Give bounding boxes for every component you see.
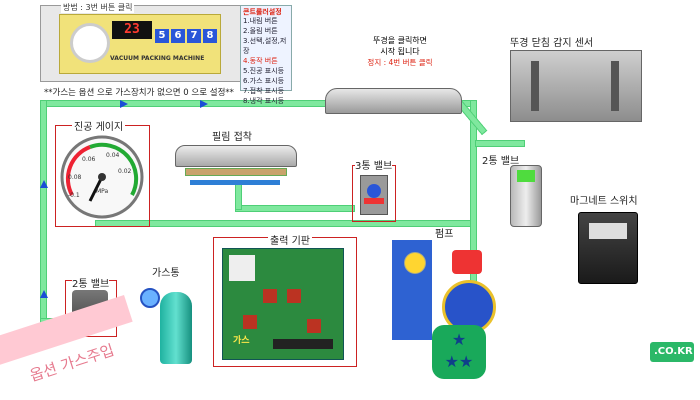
legend-item: 7.접착 표시등 (243, 87, 285, 95)
gauge-mark: -0.1 (68, 192, 80, 199)
panel-button-7[interactable]: 7 (187, 29, 201, 43)
legend-list: 1.내림 버튼 2.올림 버튼 3.선택,설정,저장 4.동작 버튼 5.진공 … (243, 16, 291, 106)
board-header (273, 339, 333, 349)
flow-arrow-4 (40, 290, 48, 298)
film-seal-base (190, 180, 280, 185)
valve2-label: 2통 밸브 (482, 156, 520, 167)
sensor-rod (531, 61, 539, 111)
film-seal-label: 필림 접착 (212, 132, 252, 143)
lid-sensor-image (510, 50, 642, 122)
flow-arrow-3 (40, 180, 48, 188)
gauge-mark: 0.08 (68, 174, 82, 181)
pump-head (452, 250, 482, 274)
board-relay (263, 289, 277, 303)
flow-arrow-1 (120, 100, 128, 108)
controller-legend: 콘트롤러설정 1.내림 버튼 2.올림 버튼 3.선택,설정,저장 4.동작 버… (240, 5, 292, 105)
machine-name: VACUUM PACKING MACHINE (110, 55, 205, 62)
legend-item: 1.내림 버튼 (243, 17, 278, 25)
star-chat-icon[interactable]: ★★★ (432, 325, 486, 379)
legend-item: 6.가스 표시등 (243, 77, 285, 85)
output-board: 가스 (222, 248, 344, 360)
panel-button-5[interactable]: 5 (155, 29, 169, 43)
pipe-valve2-branch (475, 140, 525, 147)
gauge-unit: MPa (96, 188, 109, 195)
legend-item: 2.올림 버튼 (243, 27, 278, 35)
lid-sensor-label: 뚜경 닫침 감지 센서 (510, 38, 594, 49)
gauge-mark: 0.04 (106, 152, 120, 159)
vacuum-lid[interactable] (325, 88, 462, 114)
flow-arrow-2 (200, 100, 208, 108)
vacuum-gauge-label: 진공 게이지 (72, 118, 126, 133)
board-connector (229, 255, 255, 281)
valve3-body (360, 175, 388, 215)
gas-valve2-label: 2통 밸브 (72, 275, 110, 290)
film-seal-bar (175, 145, 297, 167)
vacuum-gauge: 0.02 0.04 0.06 0.08 -0.1 MPa (60, 135, 144, 219)
display-digit-1: 2 (124, 22, 132, 37)
sensor-rod (611, 61, 619, 111)
valve2-indicator (517, 170, 535, 182)
watermark-badge (650, 342, 694, 362)
gauge-mark: 0.02 (118, 168, 132, 175)
output-board-label: 출력 기판 (268, 232, 312, 247)
legend-item: 4.동작 버튼 (243, 57, 278, 65)
lid-text: 뚜경을 클릭하면 시작 됩니다 정지 : 4번 버튼 클릭 (360, 35, 440, 68)
lid-text-line3: 정지 : 4번 버튼 클릭 (367, 58, 433, 67)
pipe-film-row (235, 205, 355, 212)
pipe-valve-right (470, 100, 477, 340)
gas-regulator (140, 288, 160, 308)
pump-gauge (404, 252, 426, 274)
pipe-film-vertical (235, 180, 242, 210)
lid-text-line1: 뚜경을 클릭하면 (372, 36, 428, 45)
lid-text-line2: 시작 됩니다 (380, 47, 420, 56)
magnet-switch-label: 마그네트 스위치 (570, 196, 638, 207)
valve3-seal (364, 198, 384, 204)
board-relay (243, 315, 257, 329)
board-relay (307, 319, 321, 333)
pipe-left-vertical (40, 100, 47, 325)
valve2-body (510, 165, 542, 227)
legend-item: 8.냉각 표시등 (243, 97, 285, 105)
film-seal-heater (185, 168, 287, 176)
method-label: 방법 : 3번 버튼 클릭 (61, 2, 135, 13)
magnet-switch-plate (589, 223, 627, 239)
pipe-gauge-row (95, 220, 475, 227)
valve3-core (367, 184, 381, 198)
watermark-text: .CO.KR (654, 346, 693, 357)
gauge-mark: 0.06 (82, 156, 96, 163)
pipe-top (40, 100, 340, 107)
pump-label: 펌프 (435, 229, 454, 240)
panel-dial (70, 23, 110, 63)
gas-note: **가스는 옵션 으로 가스장치가 없으면 0 으로 설정** (44, 88, 234, 98)
gas-tank (160, 292, 192, 364)
panel-button-8[interactable]: 8 (203, 29, 217, 43)
magnet-switch (578, 212, 638, 284)
display-digit-2: 3 (132, 22, 140, 37)
legend-item: 3.선택,설정,저장 (243, 37, 287, 55)
legend-item: 5.진공 표시등 (243, 67, 285, 75)
board-gas-label: 가스 (233, 336, 250, 346)
valve3-label: 3통 밸브 (355, 157, 393, 172)
legend-title: 콘트롤러설정 (243, 8, 282, 16)
panel-display: 23 (112, 21, 152, 39)
board-relay (287, 289, 301, 303)
gas-tank-label: 가스통 (152, 268, 180, 279)
panel-button-6[interactable]: 6 (171, 29, 185, 43)
